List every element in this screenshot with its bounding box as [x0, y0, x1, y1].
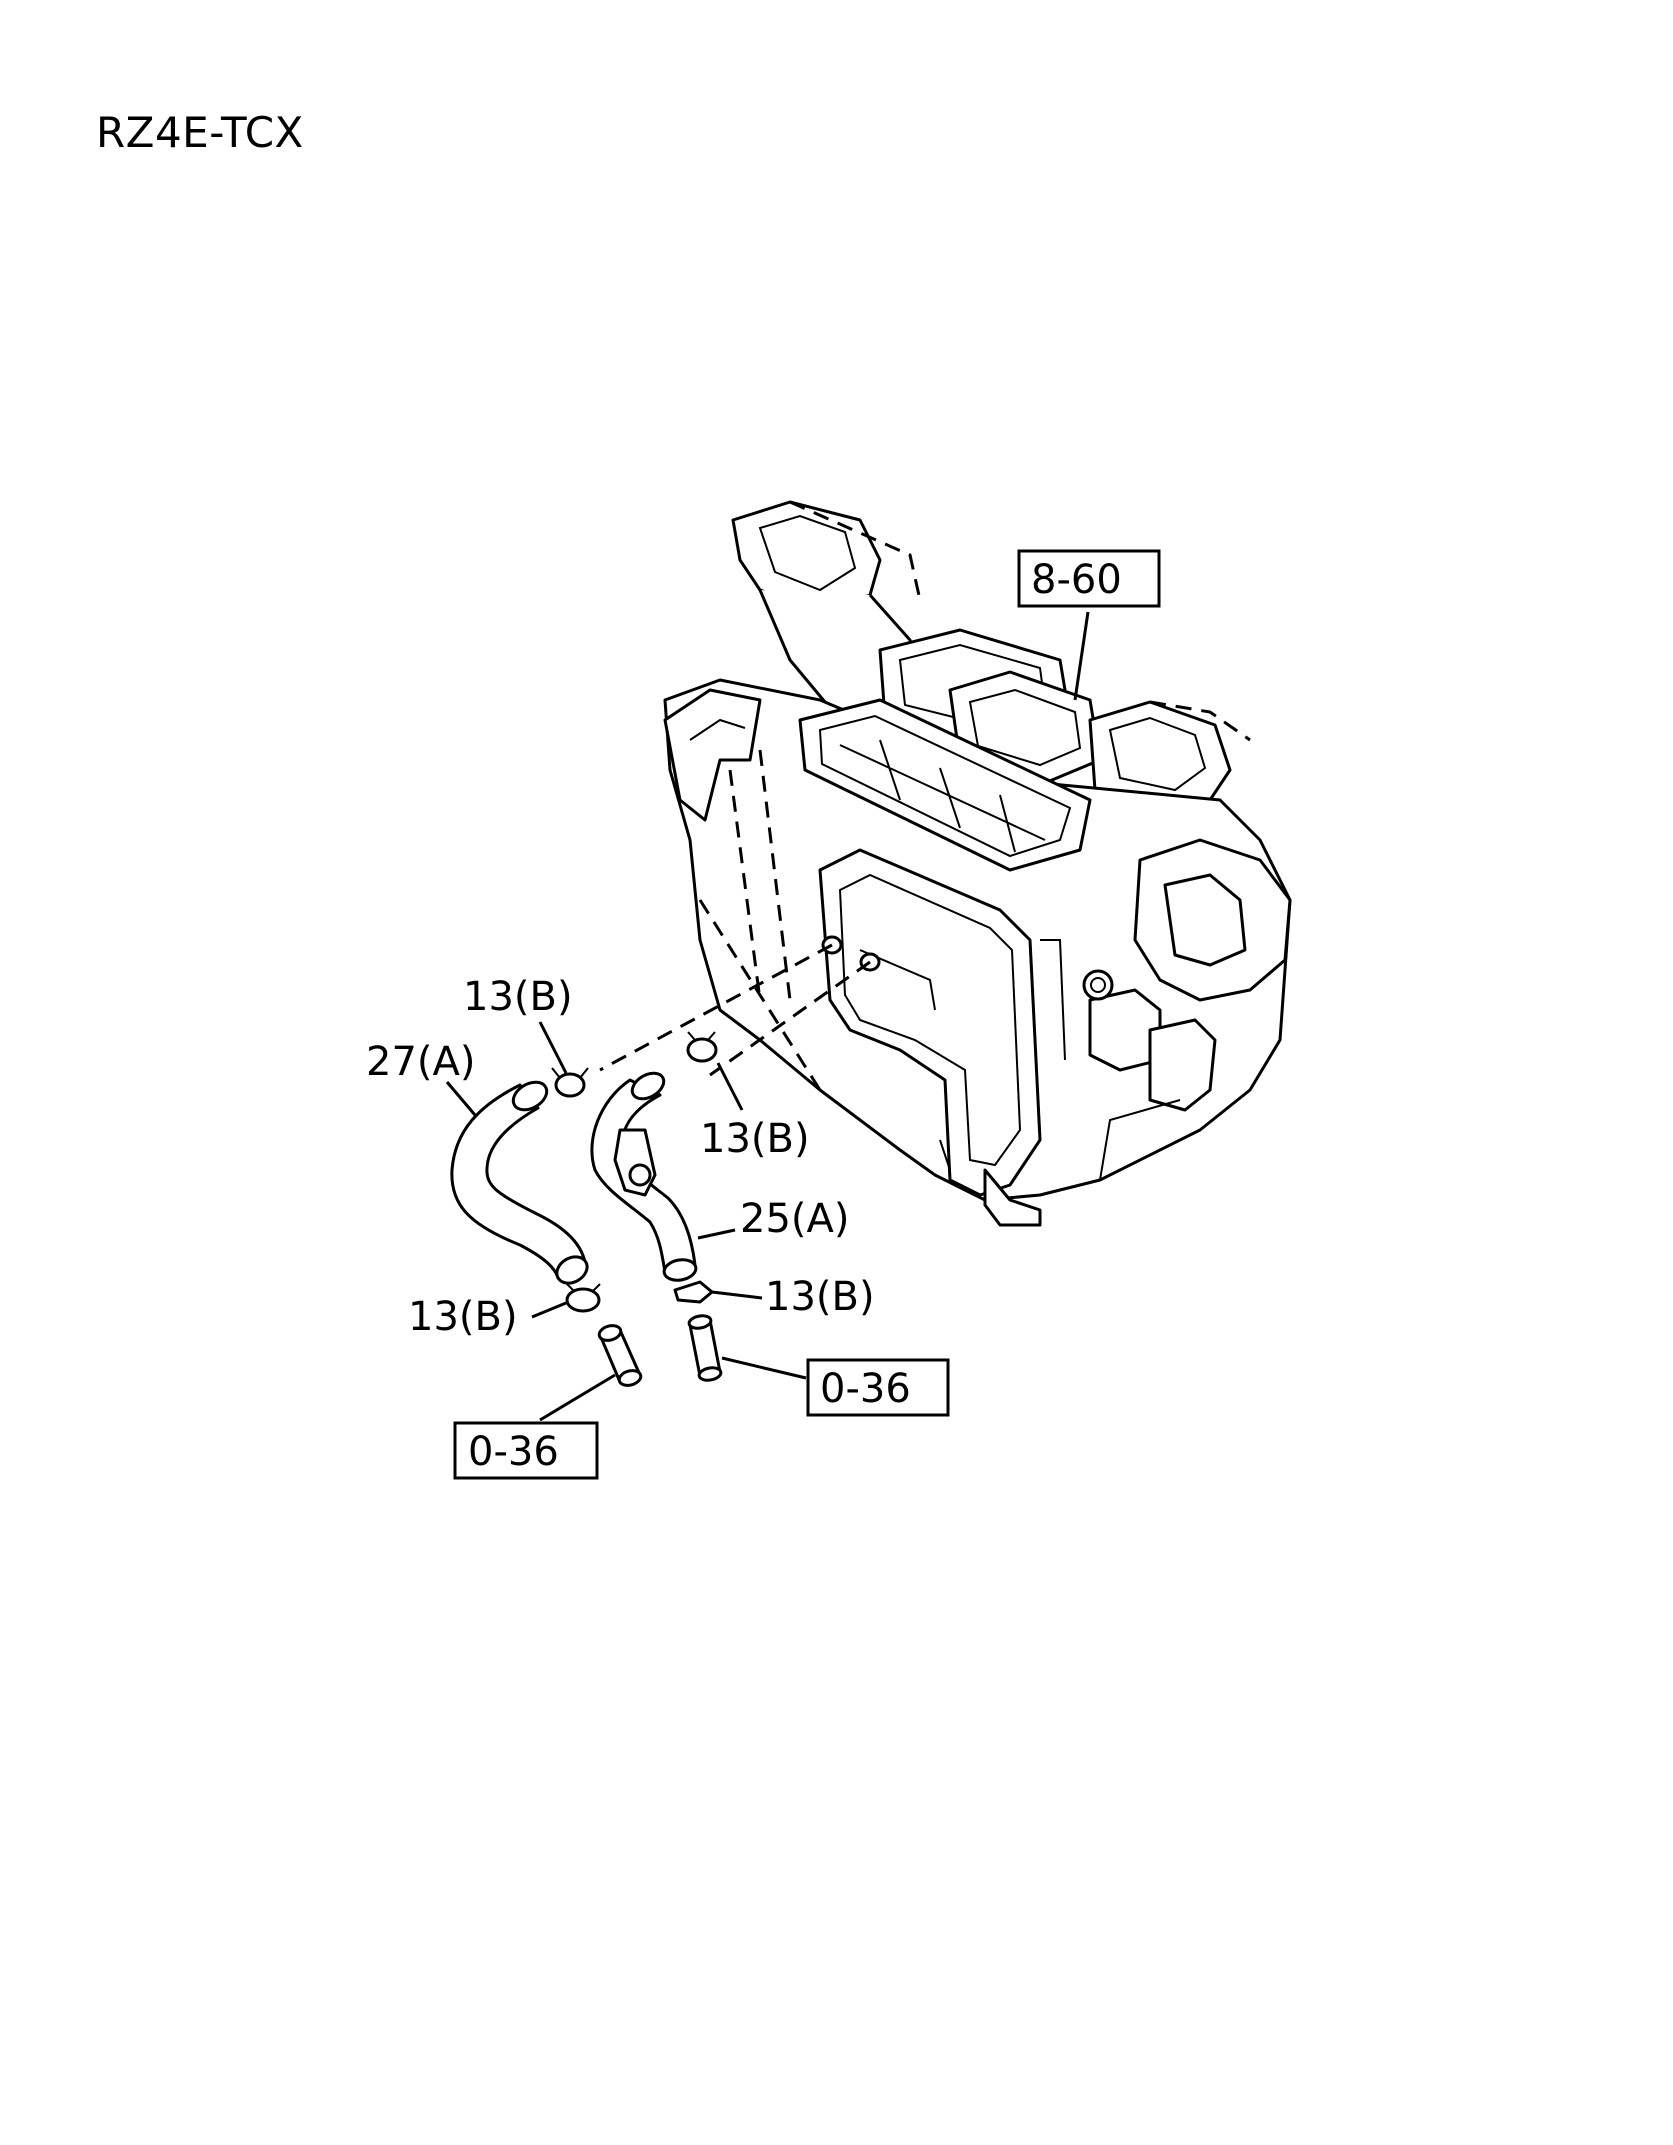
hose-clip-upper-left — [551, 1067, 589, 1098]
callout-clip-lower-left: 13(B) — [408, 1294, 518, 1340]
connection-line-right — [709, 960, 871, 1077]
heater-unit-assembly — [663, 500, 1292, 1227]
pipe-stub-right — [687, 1314, 723, 1382]
callout-clip-lower-right: 13(B) — [765, 1274, 875, 1320]
model-code-title: RZ4E-TCX — [96, 108, 304, 157]
hose-clip-upper-right — [686, 1031, 718, 1063]
leader-lines — [445, 611, 1090, 1422]
callout-hose-left: 27(A) — [366, 1039, 475, 1085]
pipe-stub-left — [597, 1324, 643, 1387]
callout-pipe-ref-right: 0-36 — [820, 1366, 911, 1412]
callout-pipe-ref-left: 0-36 — [468, 1429, 559, 1475]
callout-hose-right: 25(A) — [740, 1196, 849, 1242]
callout-heater-unit-ref: 8-60 — [1031, 557, 1122, 603]
ref-box-8-60 — [1017, 549, 1161, 608]
heater-hose-25a — [590, 1071, 698, 1282]
callout-clip-upper-right: 13(B) — [700, 1116, 810, 1162]
connection-line-left — [599, 943, 833, 1072]
ref-box-0-36-right — [806, 1358, 950, 1417]
callout-clip-upper-left: 13(B) — [463, 974, 573, 1020]
heater-hose-27a — [450, 1080, 589, 1285]
hose-clip-lower-right — [673, 1280, 714, 1304]
ref-box-0-36-left — [453, 1421, 599, 1480]
hose-clip-lower-left — [565, 1283, 601, 1313]
